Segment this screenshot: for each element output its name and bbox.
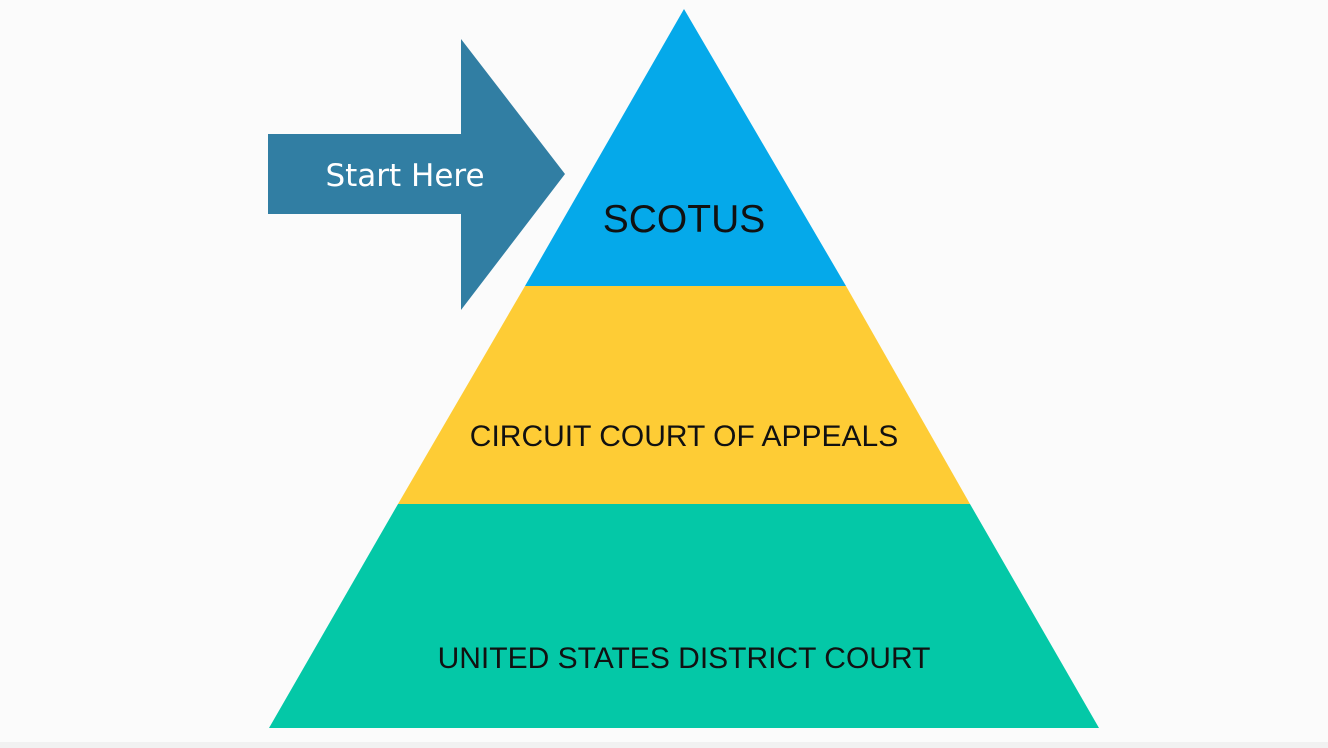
tier-label-circuit-court: CIRCUIT COURT OF APPEALS [470,420,898,453]
start-here-arrow: Start Here [268,39,565,310]
start-here-arrow-shape [268,39,565,310]
pyramid-tier-scotus [525,9,846,286]
pyramid-tier-district-court [269,504,1099,728]
pyramid-tier-circuit-court [398,286,970,504]
start-here-arrow-label: Start Here [325,158,484,194]
tier-label-district-court: UNITED STATES DISTRICT COURT [438,642,931,675]
tier-label-scotus: SCOTUS [603,198,766,241]
pyramid: SCOTUS CIRCUIT COURT OF APPEALS UNITED S… [269,9,1099,728]
